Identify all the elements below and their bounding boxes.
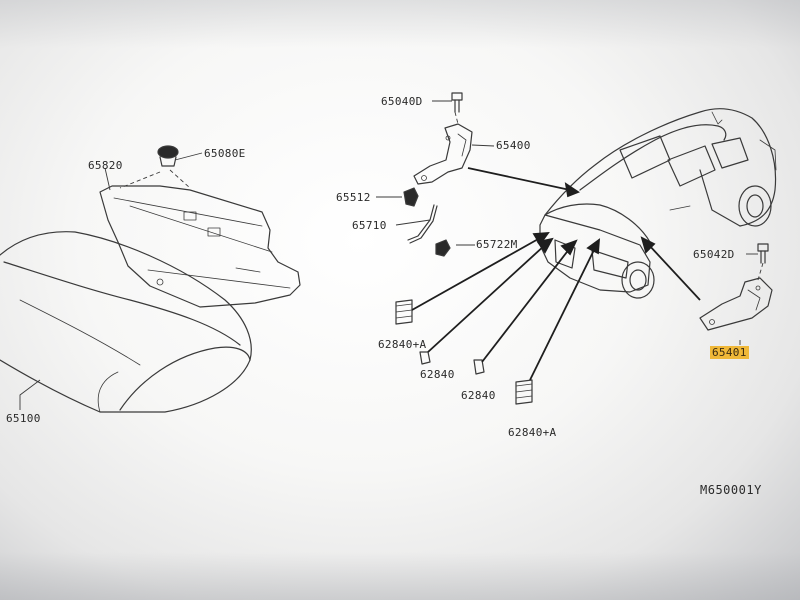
bumper-left-drawing <box>419 351 431 365</box>
label-hood-stay-rod: 65710 <box>352 219 387 232</box>
hinge-bolt-right-drawing <box>757 243 769 264</box>
insulator-clip-drawing <box>157 145 179 167</box>
label-hood-hinge-right: 65401 <box>710 346 749 359</box>
label-hood-panel: 65100 <box>6 412 41 425</box>
hood-insulator-drawing <box>99 185 301 308</box>
label-bumper-left-a: 62840+A <box>378 338 427 351</box>
label-hinge-bolt-left: 65040D <box>381 95 423 108</box>
label-bumper-left: 62840 <box>420 368 455 381</box>
vehicle-drawing <box>539 108 777 299</box>
leader-lines <box>19 100 764 410</box>
assembly-arrows <box>411 167 701 381</box>
hood-stay-clip-drawing <box>403 187 419 207</box>
stay-grommet-drawing <box>435 239 451 257</box>
hinge-bolt-left-drawing <box>451 92 463 113</box>
label-insulator-clip: 65080E <box>204 147 246 160</box>
hood-hinge-right-drawing <box>699 277 773 331</box>
hood-stay-rod-drawing <box>407 204 438 244</box>
label-hood-stay-clip: 65512 <box>336 191 371 204</box>
label-hood-insulator: 65820 <box>88 159 123 172</box>
bumper-center-drawing <box>473 359 485 375</box>
drawing-code: M650001Y <box>700 483 762 497</box>
label-bumper-right-a: 62840+A <box>508 426 557 439</box>
label-stay-grommet: 65722M <box>476 238 518 251</box>
label-hinge-bolt-right: 65042D <box>693 248 735 261</box>
label-bumper-center: 62840 <box>461 389 496 402</box>
hood-hinge-left-drawing <box>413 123 473 185</box>
label-hood-hinge-left: 65400 <box>496 139 531 152</box>
bumper-right-a-drawing <box>515 379 533 405</box>
hood-panel-drawing <box>0 231 252 413</box>
bumper-left-a-drawing <box>395 299 413 325</box>
